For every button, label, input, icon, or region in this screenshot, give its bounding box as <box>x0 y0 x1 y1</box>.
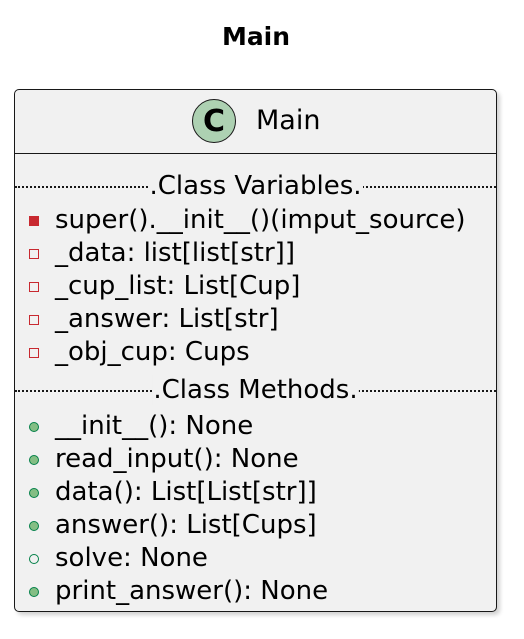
class-variable: super().__init__()(imput_source) <box>29 204 466 237</box>
private-filled-square-icon <box>29 215 39 226</box>
class-c-icon: C <box>192 99 236 143</box>
public-filled-circle-icon <box>29 421 39 432</box>
class-variable-text: super().__init__()(imput_source) <box>55 205 466 235</box>
class-method-text: solve: None <box>55 543 208 573</box>
private-open-square-icon <box>29 248 39 259</box>
class-header: C Main <box>15 90 496 154</box>
class-method: __init__(): None <box>29 410 253 443</box>
private-open-square-icon <box>29 314 39 325</box>
class-method: answer(): List[Cups] <box>29 509 317 542</box>
methods-section-label: .Class Methods. <box>152 375 359 405</box>
public-filled-circle-icon <box>29 487 39 498</box>
class-variable: _cup_list: List[Cup] <box>29 270 300 303</box>
diagram-title: Main <box>221 22 291 51</box>
class-method: read_input(): None <box>29 443 299 476</box>
class-variable: _answer: List[str] <box>29 303 279 336</box>
public-open-circle-icon <box>29 553 39 564</box>
class-method-text: __init__(): None <box>55 411 254 441</box>
variables-separator: .Class Variables. <box>15 171 496 201</box>
class-variable-text: _cup_list: List[Cup] <box>55 271 301 301</box>
class-variable-text: _obj_cup: Cups <box>55 337 250 367</box>
methods-separator: .Class Methods. <box>15 375 496 405</box>
class-variable-text: _data: list[list[str]] <box>55 238 295 268</box>
class-method-text: data(): List[List[str]] <box>55 477 317 507</box>
private-open-square-icon <box>29 347 39 358</box>
variables-section-label: .Class Variables. <box>148 171 363 201</box>
class-method-text: read_input(): None <box>55 444 299 474</box>
class-method: print_answer(): None <box>29 575 328 608</box>
class-method-text: print_answer(): None <box>55 576 329 606</box>
private-open-square-icon <box>29 281 39 292</box>
class-box-main[interactable]: C Main .Class Variables. super().__init_… <box>14 89 497 612</box>
class-name: Main <box>256 105 321 136</box>
class-variable: _obj_cup: Cups <box>29 336 250 369</box>
class-variable: _data: list[list[str]] <box>29 237 295 270</box>
public-filled-circle-icon <box>29 520 39 531</box>
class-method-text: answer(): List[Cups] <box>55 510 317 540</box>
class-method: solve: None <box>29 542 208 575</box>
public-filled-circle-icon <box>29 454 39 465</box>
public-filled-circle-icon <box>29 586 39 597</box>
class-method: data(): List[List[str]] <box>29 476 317 509</box>
class-variable-text: _answer: List[str] <box>55 304 279 334</box>
